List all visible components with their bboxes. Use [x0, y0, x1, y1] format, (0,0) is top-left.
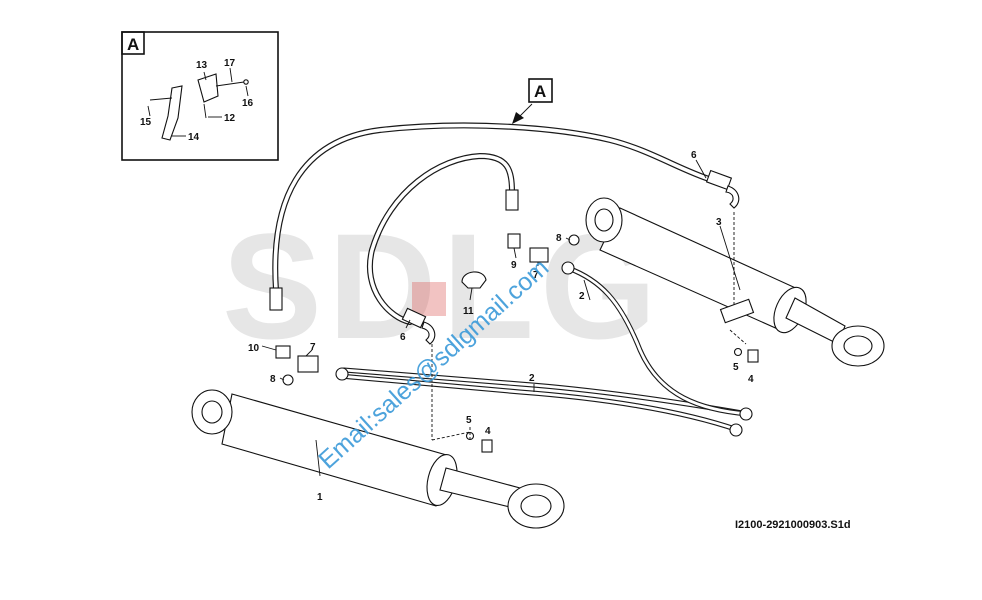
- clamp-11: [461, 271, 487, 289]
- bracket-14: [161, 85, 183, 141]
- cylinder-3-base-eye-hole: [594, 208, 614, 232]
- dashed-leader-right: [729, 329, 747, 345]
- callout-5-right: 5: [733, 362, 739, 373]
- callout-7-left: 7: [310, 342, 316, 353]
- pipe-2-lower-inner: [338, 374, 740, 432]
- callout-2-right: 2: [579, 291, 585, 302]
- leader-2-right: [583, 279, 591, 301]
- cylinder-1: [191, 389, 565, 529]
- seal-8-left: [282, 374, 294, 386]
- hose-elbow-right: [725, 185, 740, 209]
- pipe-nut-top: [561, 261, 575, 275]
- pipe-nut-right-b: [729, 423, 743, 437]
- tee-7-left: [297, 355, 319, 373]
- bolt-15: [149, 97, 173, 101]
- callout-12: 12: [224, 113, 236, 124]
- watermark-brand: SDLG: [222, 202, 663, 370]
- view-a-box: [528, 78, 553, 103]
- callout-4-right: 4: [748, 374, 754, 385]
- cylinder-3: [585, 197, 885, 367]
- hose-6-inner: [367, 153, 519, 345]
- watermark-red-square: [412, 282, 446, 316]
- fittings-left: [275, 344, 493, 453]
- leader-16: [245, 85, 249, 97]
- hose-6-long-inner: [273, 123, 714, 292]
- cylinder-1-base-eye-hole: [201, 400, 223, 424]
- tee-7-right: [529, 247, 549, 263]
- callout-5-left: 5: [466, 415, 472, 426]
- callout-10: 10: [248, 343, 260, 354]
- callout-8-right: 8: [556, 233, 562, 244]
- hose-elbow-bottom: [421, 321, 436, 345]
- drawing-code: I2100-2921000903.S1d: [735, 519, 851, 531]
- view-a-arrow: A: [512, 78, 553, 124]
- clamp-13: [197, 73, 219, 103]
- leader-15: [147, 105, 151, 117]
- callout-7-right: 7: [533, 270, 539, 281]
- callouts-main: 1 2 2 3 4 4 5 5 6 6 7 7 8 8 9 10 11: [248, 150, 754, 503]
- pipe-nut-left: [335, 367, 349, 381]
- callout-4-left: 4: [485, 426, 491, 437]
- plug-4-left: [481, 439, 493, 453]
- dashed-leader-left: [431, 426, 471, 441]
- elbow-9: [507, 233, 521, 249]
- seal-8-right: [568, 234, 580, 246]
- arrow-head-icon: [512, 112, 524, 124]
- washer-5-right: [733, 347, 743, 357]
- hose-6-long: [269, 122, 740, 311]
- cylinder-3-rod-eye-hole: [843, 335, 873, 357]
- detail-letter-box: [121, 31, 145, 55]
- leader-11: [469, 287, 473, 301]
- callout-3: 3: [716, 217, 722, 228]
- callout-6-inner: 6: [400, 332, 406, 343]
- elbow-10: [275, 345, 291, 359]
- leader-1: [315, 439, 321, 477]
- callout-16: 16: [242, 98, 254, 109]
- plug-4-right: [747, 349, 759, 363]
- callout-1: 1: [317, 492, 323, 503]
- callout-17: 17: [224, 58, 236, 69]
- callout-2-lower: 2: [529, 373, 535, 384]
- hose-fitting-left: [269, 287, 283, 311]
- leader-10: [261, 345, 277, 351]
- hose-fitting-bottom: [401, 307, 427, 329]
- washer-16: [243, 79, 249, 85]
- callout-8-left: 8: [270, 374, 276, 385]
- leader-7-left: [305, 349, 313, 357]
- leader-17: [229, 67, 233, 83]
- leader-8-left: [279, 377, 285, 381]
- screw-17: [215, 81, 245, 87]
- cylinder-3-port: [719, 298, 755, 324]
- callout-14: 14: [188, 132, 200, 143]
- detail-view-a: A 15 14 13 17 16 12: [121, 31, 279, 161]
- hose-fitting-right: [705, 169, 733, 191]
- pipe-2-group: [335, 261, 753, 437]
- callout-15: 15: [140, 117, 152, 128]
- callout-11: 11: [463, 306, 474, 317]
- leader-3: [719, 225, 741, 291]
- leader-13: [203, 71, 207, 81]
- nut-12: [203, 103, 207, 119]
- leader-6-long: [695, 159, 707, 179]
- hose-fitting-top: [505, 189, 519, 211]
- leader-8-right: [565, 237, 571, 241]
- pipe-2-right-inner: [566, 266, 750, 416]
- leaders-main: [261, 159, 741, 477]
- callout-9: 9: [511, 260, 517, 271]
- leader-6-inner: [405, 319, 411, 329]
- hose-6-inner-inner: [368, 154, 514, 324]
- cylinder-1-rod-eye-hole: [520, 494, 552, 518]
- callout-6-long: 6: [691, 150, 697, 161]
- fittings-right: [461, 212, 759, 363]
- view-a-letter: A: [534, 82, 546, 101]
- callout-13: 13: [196, 60, 208, 71]
- watermark: SDLG: [222, 202, 663, 370]
- detail-frame: [121, 31, 279, 161]
- pipe-nut-right-a: [739, 407, 753, 421]
- leader-9: [513, 247, 517, 259]
- detail-letter: A: [127, 35, 139, 54]
